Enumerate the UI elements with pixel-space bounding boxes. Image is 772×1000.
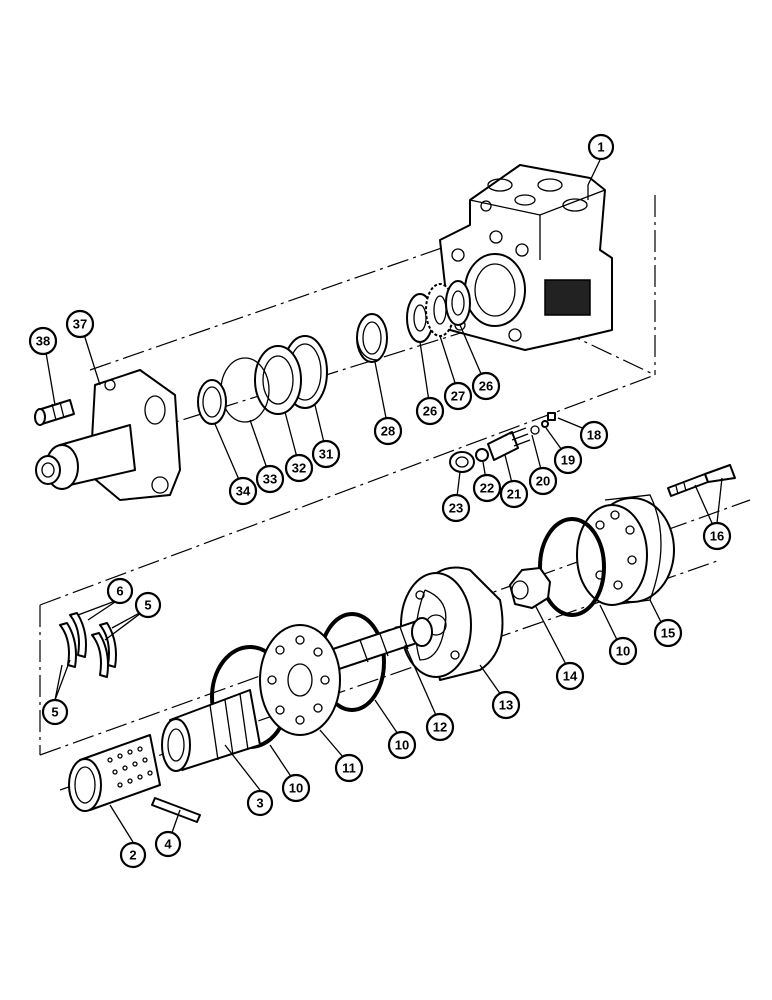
callout-part-2: 2 xyxy=(119,841,147,869)
callout-part-20: 20 xyxy=(528,466,558,496)
callout-part-34: 34 xyxy=(228,476,258,506)
callout-part-31: 31 xyxy=(311,439,341,469)
callout-part-22: 22 xyxy=(472,473,502,503)
callout-label: 21 xyxy=(507,487,521,502)
callout-part-13: 13 xyxy=(491,690,521,720)
callout-label: 12 xyxy=(433,720,447,735)
callout-label: 11 xyxy=(342,761,356,776)
callout-label: 5 xyxy=(144,598,151,613)
callout-part-27: 27 xyxy=(443,381,473,411)
callout-part-18: 18 xyxy=(579,420,609,450)
callout-label: 15 xyxy=(661,626,675,641)
callout-part-1: 1 xyxy=(587,133,615,161)
callout-part-33: 33 xyxy=(255,464,285,494)
fitting-part-38 xyxy=(34,399,75,426)
callout-label: 10 xyxy=(289,781,303,796)
callout-part-6: 6 xyxy=(106,577,134,605)
spool-part-3 xyxy=(161,689,261,772)
bushing-part-28 xyxy=(356,313,388,363)
callout-part-15: 15 xyxy=(653,618,683,648)
callout-label: 38 xyxy=(36,334,50,349)
callout-part-19: 19 xyxy=(553,445,583,475)
callout-label: 18 xyxy=(587,428,601,443)
callout-label: 4 xyxy=(164,837,172,852)
callout-label: 3 xyxy=(256,796,263,811)
callout-label: 14 xyxy=(563,669,578,684)
callout-label: 20 xyxy=(536,474,550,489)
callout-part-37: 37 xyxy=(65,309,95,339)
callout-label: 27 xyxy=(451,389,465,404)
callout-label: 10 xyxy=(616,644,630,659)
callout-part-16: 16 xyxy=(702,521,732,551)
callout-label: 13 xyxy=(499,698,513,713)
callout-part-10-right: 10 xyxy=(608,636,638,666)
callout-part-38: 38 xyxy=(28,326,58,356)
pins-part-16 xyxy=(667,464,736,497)
end-plate-part-15 xyxy=(576,494,675,606)
callout-label: 22 xyxy=(480,481,494,496)
callout-label: 23 xyxy=(449,501,463,516)
callout-part-21: 21 xyxy=(499,479,529,509)
sleeve-part-2 xyxy=(68,734,161,812)
callout-part-26-right: 26 xyxy=(471,371,501,401)
end-cap-part-37 xyxy=(35,369,181,501)
callout-part-3: 3 xyxy=(246,789,274,817)
thrust-bearing-parts-26-27 xyxy=(406,280,471,343)
port-plate-part-11 xyxy=(259,624,341,736)
callout-part-4: 4 xyxy=(154,830,182,858)
callout-part-14: 14 xyxy=(555,661,585,691)
callout-label: 26 xyxy=(479,379,493,394)
callout-label: 6 xyxy=(116,584,123,599)
callout-part-5-right: 5 xyxy=(134,591,162,619)
pin-part-4 xyxy=(151,797,201,823)
callout-part-10-left: 10 xyxy=(281,773,311,803)
callout-part-32: 32 xyxy=(284,453,314,483)
callout-label: 2 xyxy=(129,848,136,863)
seal-set-parts-31-34 xyxy=(197,335,328,425)
callout-part-5-left: 5 xyxy=(41,698,69,726)
callout-part-10-middle: 10 xyxy=(387,730,417,760)
star-rotor-part-14 xyxy=(509,567,551,609)
callout-label: 1 xyxy=(597,140,604,155)
centering-springs-parts-5-6 xyxy=(59,612,117,678)
callout-part-11: 11 xyxy=(334,753,364,783)
callout-label: 37 xyxy=(73,317,87,332)
callout-label: 33 xyxy=(263,472,277,487)
callout-label: 28 xyxy=(381,424,395,439)
callout-part-28: 28 xyxy=(373,416,403,446)
gerotor-housing-part-13 xyxy=(400,566,504,681)
valve-housing-part-1 xyxy=(439,164,613,351)
callout-label: 5 xyxy=(51,705,58,720)
callout-label: 10 xyxy=(395,738,409,753)
callout-part-12: 12 xyxy=(425,712,455,742)
relief-valve-parts-18-23 xyxy=(449,412,556,473)
callout-label: 16 xyxy=(710,529,724,544)
callout-part-23: 23 xyxy=(441,493,471,523)
callout-label: 31 xyxy=(319,447,333,462)
callout-label: 34 xyxy=(236,484,251,499)
drive-shaft-part-12 xyxy=(329,617,433,671)
callout-label: 19 xyxy=(561,453,575,468)
callout-label: 26 xyxy=(423,404,437,419)
callout-part-26-left: 26 xyxy=(415,396,445,426)
callout-label: 32 xyxy=(292,461,306,476)
